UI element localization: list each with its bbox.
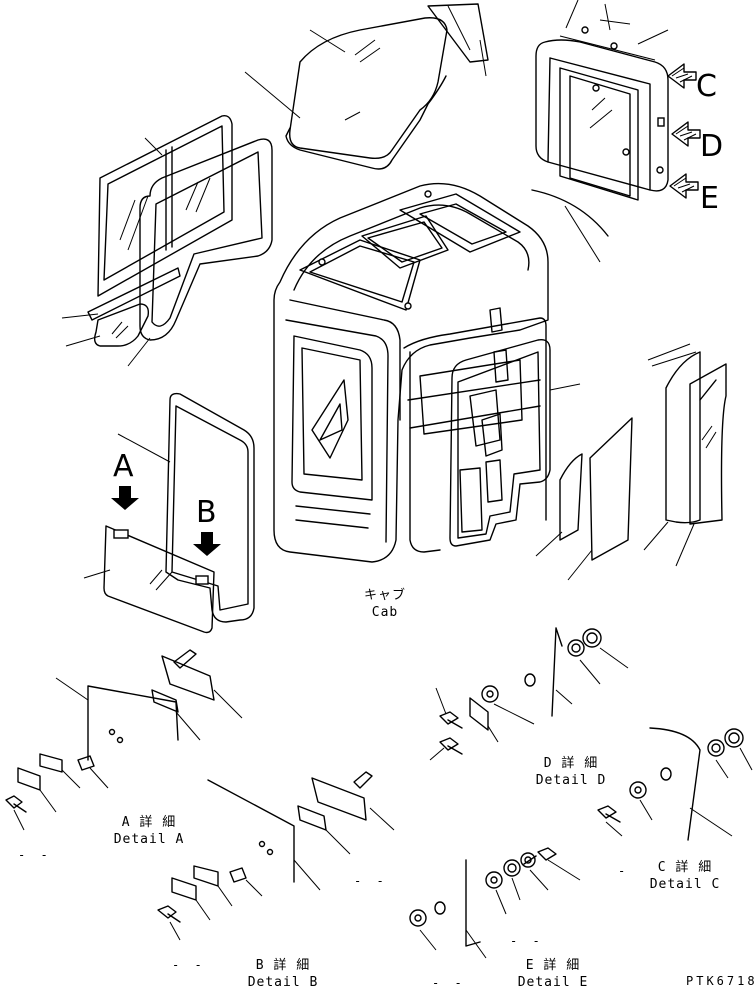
detail-c-label-en: Detail C (649, 877, 721, 892)
rear-window-part (531, 0, 669, 263)
detail-a-label-en: Detail A (113, 832, 185, 847)
callout-e: E (700, 181, 719, 216)
detail-d-label-en: Detail D (535, 773, 607, 788)
arrow-b (193, 532, 221, 556)
detail-e-label-en: Detail E (517, 975, 589, 990)
arrow-d (671, 121, 701, 147)
dash-mark: - - (510, 934, 544, 948)
strip-part (427, 3, 489, 77)
detail-b-parts (157, 771, 395, 941)
detail-d-parts (429, 627, 629, 761)
callout-a: A (113, 449, 134, 484)
cab-body (273, 182, 581, 563)
detail-e-parts (409, 847, 581, 959)
dash-mark: - - (432, 976, 466, 990)
detail-a-label-jp: A 詳 細 (121, 815, 177, 830)
dash-mark: - (618, 864, 630, 878)
front-lower-window-part (83, 392, 255, 634)
side-glass-parts (535, 343, 727, 581)
roof-window-part (244, 17, 448, 170)
callout-c: C (696, 69, 717, 104)
dash-mark: - - (354, 874, 388, 888)
dash-mark: - - (18, 848, 52, 862)
cab-label-en: Cab (371, 605, 399, 620)
detail-b-label-en: Detail B (247, 975, 319, 990)
detail-e-label-jp: E 詳 細 (525, 958, 581, 973)
detail-d-label-jp: D 詳 細 (543, 756, 599, 771)
detail-c-parts (597, 727, 753, 841)
detail-a-parts (5, 649, 243, 831)
door-window-part (61, 114, 273, 367)
figure-code: PTK6718 (686, 974, 755, 988)
detail-b-label-jp: B 詳 細 (255, 958, 311, 973)
arrow-e (669, 173, 699, 199)
callout-b: B (196, 495, 217, 530)
arrow-c (667, 63, 697, 89)
detail-c-label-jp: C 詳 細 (657, 860, 713, 875)
arrow-a (111, 486, 139, 510)
callout-d: D (700, 129, 724, 164)
cab-label-jp: キャブ (363, 588, 406, 603)
dash-mark: - - (172, 958, 206, 972)
